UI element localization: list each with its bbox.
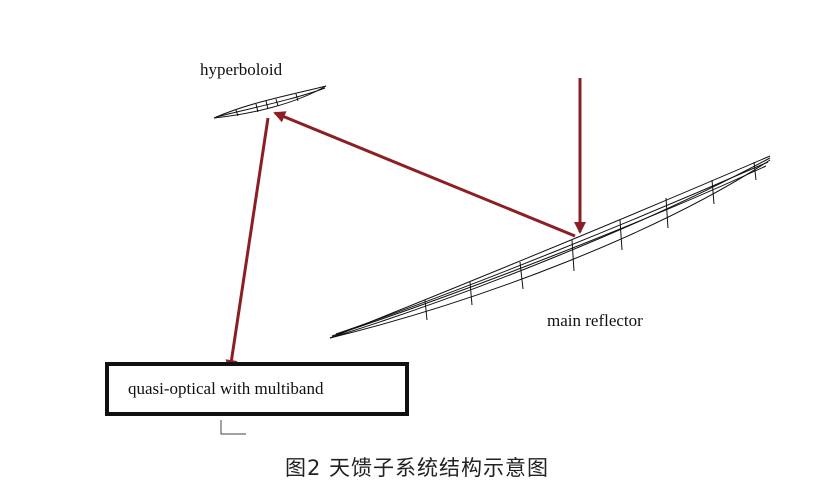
main-reflector [329, 155, 771, 339]
feed-mark [220, 420, 246, 435]
main-reflector-label: main reflector [547, 311, 643, 330]
reflected-ray-arrow [273, 111, 576, 238]
receiver-box-label: quasi-optical with multiband [128, 379, 324, 398]
ray-paths [225, 78, 586, 372]
feed-ray-arrow [225, 117, 270, 372]
figure-caption: 图2 天馈子系统结构示意图 [284, 456, 550, 480]
hyperboloid-reflector [213, 85, 327, 119]
receiver-box [105, 362, 409, 416]
hyperboloid-label: hyperboloid [200, 60, 283, 79]
